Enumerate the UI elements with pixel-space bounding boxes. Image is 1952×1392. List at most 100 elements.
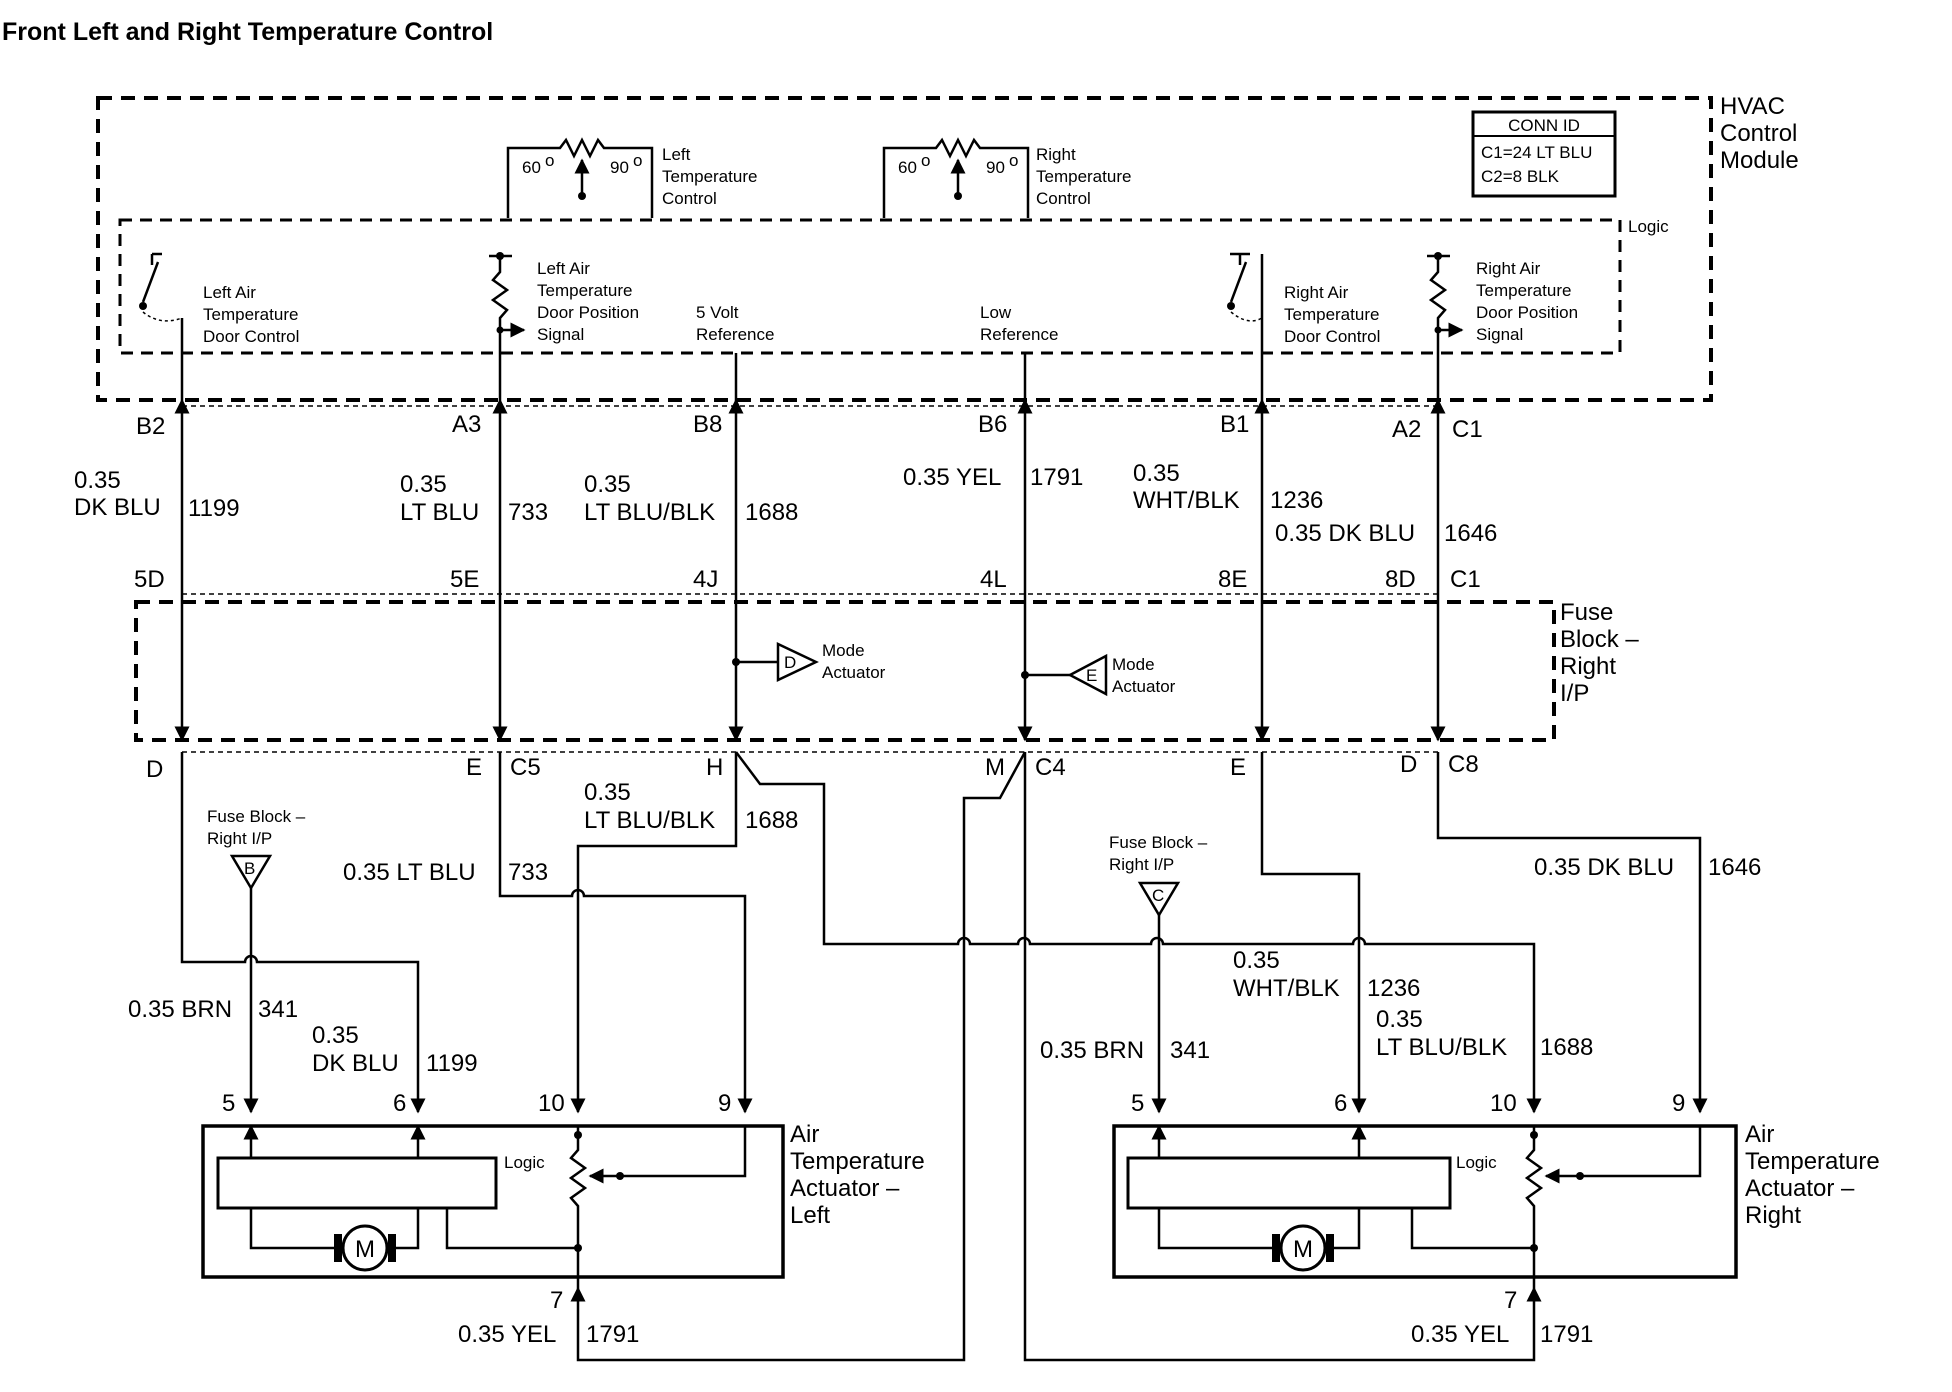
w1199-gauge: 0.35 <box>74 467 121 494</box>
left-pot-label-3: Control <box>662 189 717 208</box>
actuator-left-motor: M <box>355 1236 375 1263</box>
pin-d-right: D <box>1400 751 1417 778</box>
l733-label: 0.35 LT BLU <box>343 859 476 886</box>
w1688-gauge: 0.35 <box>584 471 631 498</box>
w1791-label: 0.35 YEL <box>903 464 1001 491</box>
right-pot-label-2: Temperature <box>1036 167 1131 186</box>
right-door-position-sensor: Right Air Temperature Door Position Sign… <box>1427 252 1578 400</box>
right-pot-label-1: Right <box>1036 145 1076 164</box>
pin-5e: 5E <box>450 566 479 593</box>
actuator-left-pin-5: 5 <box>222 1090 235 1117</box>
l1688-color: LT BLU/BLK <box>584 807 715 834</box>
fuse-block-label-2: Block – <box>1560 626 1639 653</box>
fuse-ref-b-letter: B <box>244 859 255 878</box>
upper-wires <box>174 398 1446 742</box>
l1688-circuit: 1688 <box>745 807 798 834</box>
fuse-ref-b-label-2: Right I/P <box>207 829 272 848</box>
five-volt-ref-label-1: 5 Volt <box>696 303 739 322</box>
r1791-label: 0.35 YEL <box>1411 1321 1509 1348</box>
w1688-color: LT BLU/BLK <box>584 499 715 526</box>
left-door-control-label-2: Temperature <box>203 305 298 324</box>
pin-m: M <box>985 754 1005 781</box>
r1236-gauge: 0.35 <box>1233 947 1280 974</box>
actuator-left-pin-10: 10 <box>538 1090 565 1117</box>
w1646-circuit: 1646 <box>1444 520 1497 547</box>
right-door-control-switch: Right Air Temperature Door Control <box>1227 252 1380 400</box>
left-door-control-label-3: Door Control <box>203 327 299 346</box>
diagram-title: Front Left and Right Temperature Control <box>2 18 493 46</box>
fuse-block-label-4: I/P <box>1560 680 1589 707</box>
actuator-right-name-3: Actuator – <box>1745 1175 1855 1202</box>
actuator-right-logic: Logic <box>1456 1153 1497 1172</box>
mode-actuator-e-label-2: Actuator <box>1112 677 1176 696</box>
r1688-circuit: 1688 <box>1540 1034 1593 1061</box>
w1236-color: WHT/BLK <box>1133 487 1240 514</box>
actuator-right-box <box>1112 1124 1738 1279</box>
five-volt-ref-label-2: Reference <box>696 325 774 344</box>
fuse-ref-c-letter: C <box>1152 886 1164 905</box>
mode-actuator-e-label-1: Mode <box>1112 655 1155 674</box>
pin-5d: 5D <box>134 566 165 593</box>
actuator-right-pin-7: 7 <box>1504 1287 1517 1314</box>
actuator-left: 5 6 10 9 7 Logic M Air Temperature Actua… <box>201 1090 925 1314</box>
svg-text:o: o <box>1009 151 1018 170</box>
actuator-left-box <box>201 1124 785 1279</box>
actuator-left-pin-9: 9 <box>718 1090 731 1117</box>
svg-text:o: o <box>633 151 642 170</box>
w733-gauge: 0.35 <box>400 471 447 498</box>
left-pot-60: 60 <box>522 158 541 177</box>
pin-8e: 8E <box>1218 566 1247 593</box>
r341-label: 0.35 BRN <box>1040 1037 1144 1064</box>
logic-boundary <box>118 218 1622 355</box>
right-door-position-label-2: Temperature <box>1476 281 1571 300</box>
l1688-gauge: 0.35 <box>584 779 631 806</box>
left-pot-90: 90 <box>610 158 629 177</box>
w733-circuit: 733 <box>508 499 548 526</box>
actuator-left-logic: Logic <box>504 1153 545 1172</box>
w1791-circuit: 1791 <box>1030 464 1083 491</box>
pin-c5: C5 <box>510 754 541 781</box>
w1236-gauge: 0.35 <box>1133 460 1180 487</box>
fuse-ref-b-label-1: Fuse Block – <box>207 807 306 826</box>
logic-label: Logic <box>1628 217 1669 236</box>
w1646-label: 0.35 DK BLU <box>1275 520 1415 547</box>
l733-circuit: 733 <box>508 859 548 886</box>
right-door-control-label-3: Door Control <box>1284 327 1380 346</box>
actuator-right-pin-9: 9 <box>1672 1090 1685 1117</box>
left-door-position-sensor: Left Air Temperature Door Position Signa… <box>489 252 639 400</box>
hvac-module-label-1: HVAC <box>1720 93 1785 120</box>
r1236-circuit: 1236 <box>1367 975 1420 1002</box>
right-pot-60: 60 <box>898 158 917 177</box>
conn-id-c2: C2=8 BLK <box>1481 167 1560 186</box>
right-door-control-label-2: Temperature <box>1284 305 1379 324</box>
l341-circuit: 341 <box>258 996 298 1023</box>
mode-actuator-e-letter: E <box>1086 666 1097 685</box>
left-door-position-label-3: Door Position <box>537 303 639 322</box>
hvac-module-label-2: Control <box>1720 120 1797 147</box>
pin-a2: A2 <box>1392 416 1421 443</box>
low-ref-label-2: Reference <box>980 325 1058 344</box>
actuator-left-name-3: Actuator – <box>790 1175 900 1202</box>
hvac-module-boundary <box>96 96 1713 402</box>
left-door-position-label-2: Temperature <box>537 281 632 300</box>
fuse-ref-c-label-2: Right I/P <box>1109 855 1174 874</box>
low-ref-label-1: Low <box>980 303 1012 322</box>
actuator-right-pin-10: 10 <box>1490 1090 1517 1117</box>
actuator-right-name-1: Air <box>1745 1121 1774 1148</box>
conn-id-box: CONN ID C1=24 LT BLU C2=8 BLK <box>1471 110 1617 198</box>
fuse-ref-c-label-1: Fuse Block – <box>1109 833 1208 852</box>
pin-d: D <box>146 756 163 783</box>
right-temperature-control: 60 o 90 o Right Temperature Control <box>882 137 1131 218</box>
mode-actuator-d-label-2: Actuator <box>822 663 886 682</box>
pin-4l: 4L <box>980 566 1007 593</box>
pin-b1: B1 <box>1220 411 1249 438</box>
w1199-circuit: 1199 <box>188 495 240 522</box>
fuse-block-right-ip: Fuse Block – Right I/P D Mode Actuator E… <box>134 599 1639 742</box>
actuator-left-pin-6: 6 <box>393 1090 406 1117</box>
l1791-circuit: 1791 <box>586 1321 639 1348</box>
l341-label: 0.35 BRN <box>128 996 232 1023</box>
right-pot-label-3: Control <box>1036 189 1091 208</box>
mode-actuator-d-letter: D <box>784 653 796 672</box>
l1791-label: 0.35 YEL <box>458 1321 556 1348</box>
